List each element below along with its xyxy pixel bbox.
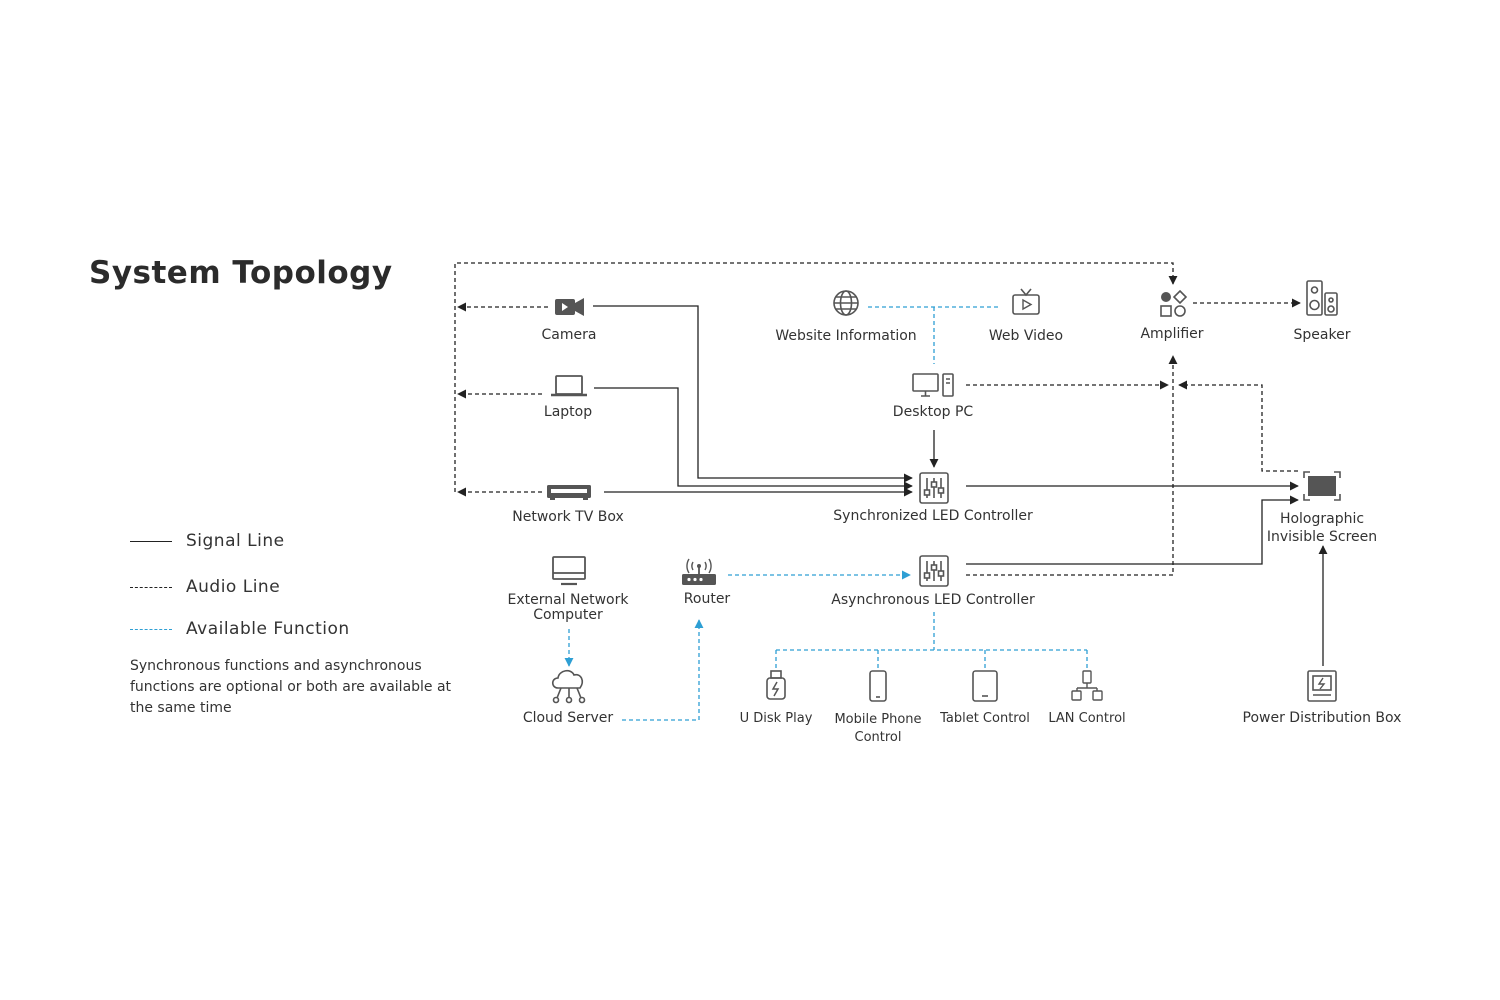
speaker-icon	[1306, 280, 1338, 316]
amplifier-icon	[1160, 289, 1188, 317]
audio-lines	[454, 262, 1301, 576]
laptop-icon	[551, 375, 587, 397]
desktop-pc-icon	[912, 373, 954, 397]
cloud-server-icon	[551, 669, 586, 704]
audio-line-async-amplifier	[966, 355, 1178, 576]
legend-note: Synchronous functions and asynchronous f…	[130, 658, 452, 716]
router-label: Router	[683, 591, 731, 607]
lan-icon	[1071, 670, 1103, 701]
audio-line-holo-amplifier	[1178, 380, 1298, 472]
camera-label: Camera	[541, 327, 597, 343]
legend-audio-label: Audio Line	[186, 577, 281, 597]
legend-signal: Signal Line	[130, 529, 285, 553]
network-tv-box-label: Network TV Box	[512, 509, 624, 525]
signal-line-laptop	[594, 387, 913, 491]
u-disk-label: U Disk Play	[739, 711, 813, 726]
signal-line-async-holo	[966, 495, 1299, 565]
legend-audio: Audio Line	[130, 575, 280, 599]
speaker-label: Speaker	[1293, 327, 1351, 343]
globe-icon	[833, 290, 859, 316]
legend-available: Available Function	[130, 617, 350, 641]
tv-box-icon	[547, 485, 591, 500]
usb-disk-icon	[766, 670, 786, 700]
desktop-pc-label: Desktop PC	[892, 404, 974, 420]
cloud-server-label: Cloud Server	[522, 710, 614, 726]
legend-available-swatch	[130, 628, 172, 630]
web-video-icon	[1012, 288, 1040, 315]
laptop-label: Laptop	[543, 404, 593, 420]
legend-signal-label: Signal Line	[186, 531, 285, 551]
website-info-label: Website Information	[775, 328, 917, 344]
legend-audio-swatch	[130, 586, 172, 588]
async-controller-label: Asynchronous LED Controller	[831, 592, 1035, 608]
holographic-label: Holographic Invisible Screen	[1266, 511, 1378, 545]
signal-line-camera	[593, 305, 913, 483]
sync-controller-icon	[919, 472, 949, 504]
legend-available-label: Available Function	[186, 619, 350, 639]
audio-line-top-to-amplifier	[454, 262, 1178, 492]
page-title: System Topology	[89, 255, 393, 291]
legend-signal-swatch	[130, 540, 172, 542]
power-box-icon	[1307, 670, 1337, 702]
mobile-phone-label: Mobile Phone Control	[834, 712, 922, 745]
power-box-label: Power Distribution Box	[1242, 710, 1402, 726]
amplifier-label: Amplifier	[1140, 326, 1204, 342]
camera-icon	[555, 298, 584, 316]
tablet-label: Tablet Control	[940, 711, 1030, 726]
web-video-label: Web Video	[988, 328, 1064, 344]
available-line-cloud-router	[622, 619, 704, 721]
available-lines	[564, 306, 1088, 721]
computer-monitor-icon	[552, 556, 586, 586]
sync-controller-label: Synchronized LED Controller	[833, 508, 1033, 524]
holographic-screen-icon	[1303, 471, 1341, 501]
lan-label: LAN Control	[1048, 711, 1126, 726]
async-controller-icon	[919, 555, 949, 587]
signal-lines	[593, 305, 1328, 666]
external-computer-label: External Network Computer	[507, 592, 629, 623]
mobile-phone-icon	[869, 670, 887, 702]
router-icon	[682, 558, 716, 585]
tablet-icon	[972, 670, 998, 702]
